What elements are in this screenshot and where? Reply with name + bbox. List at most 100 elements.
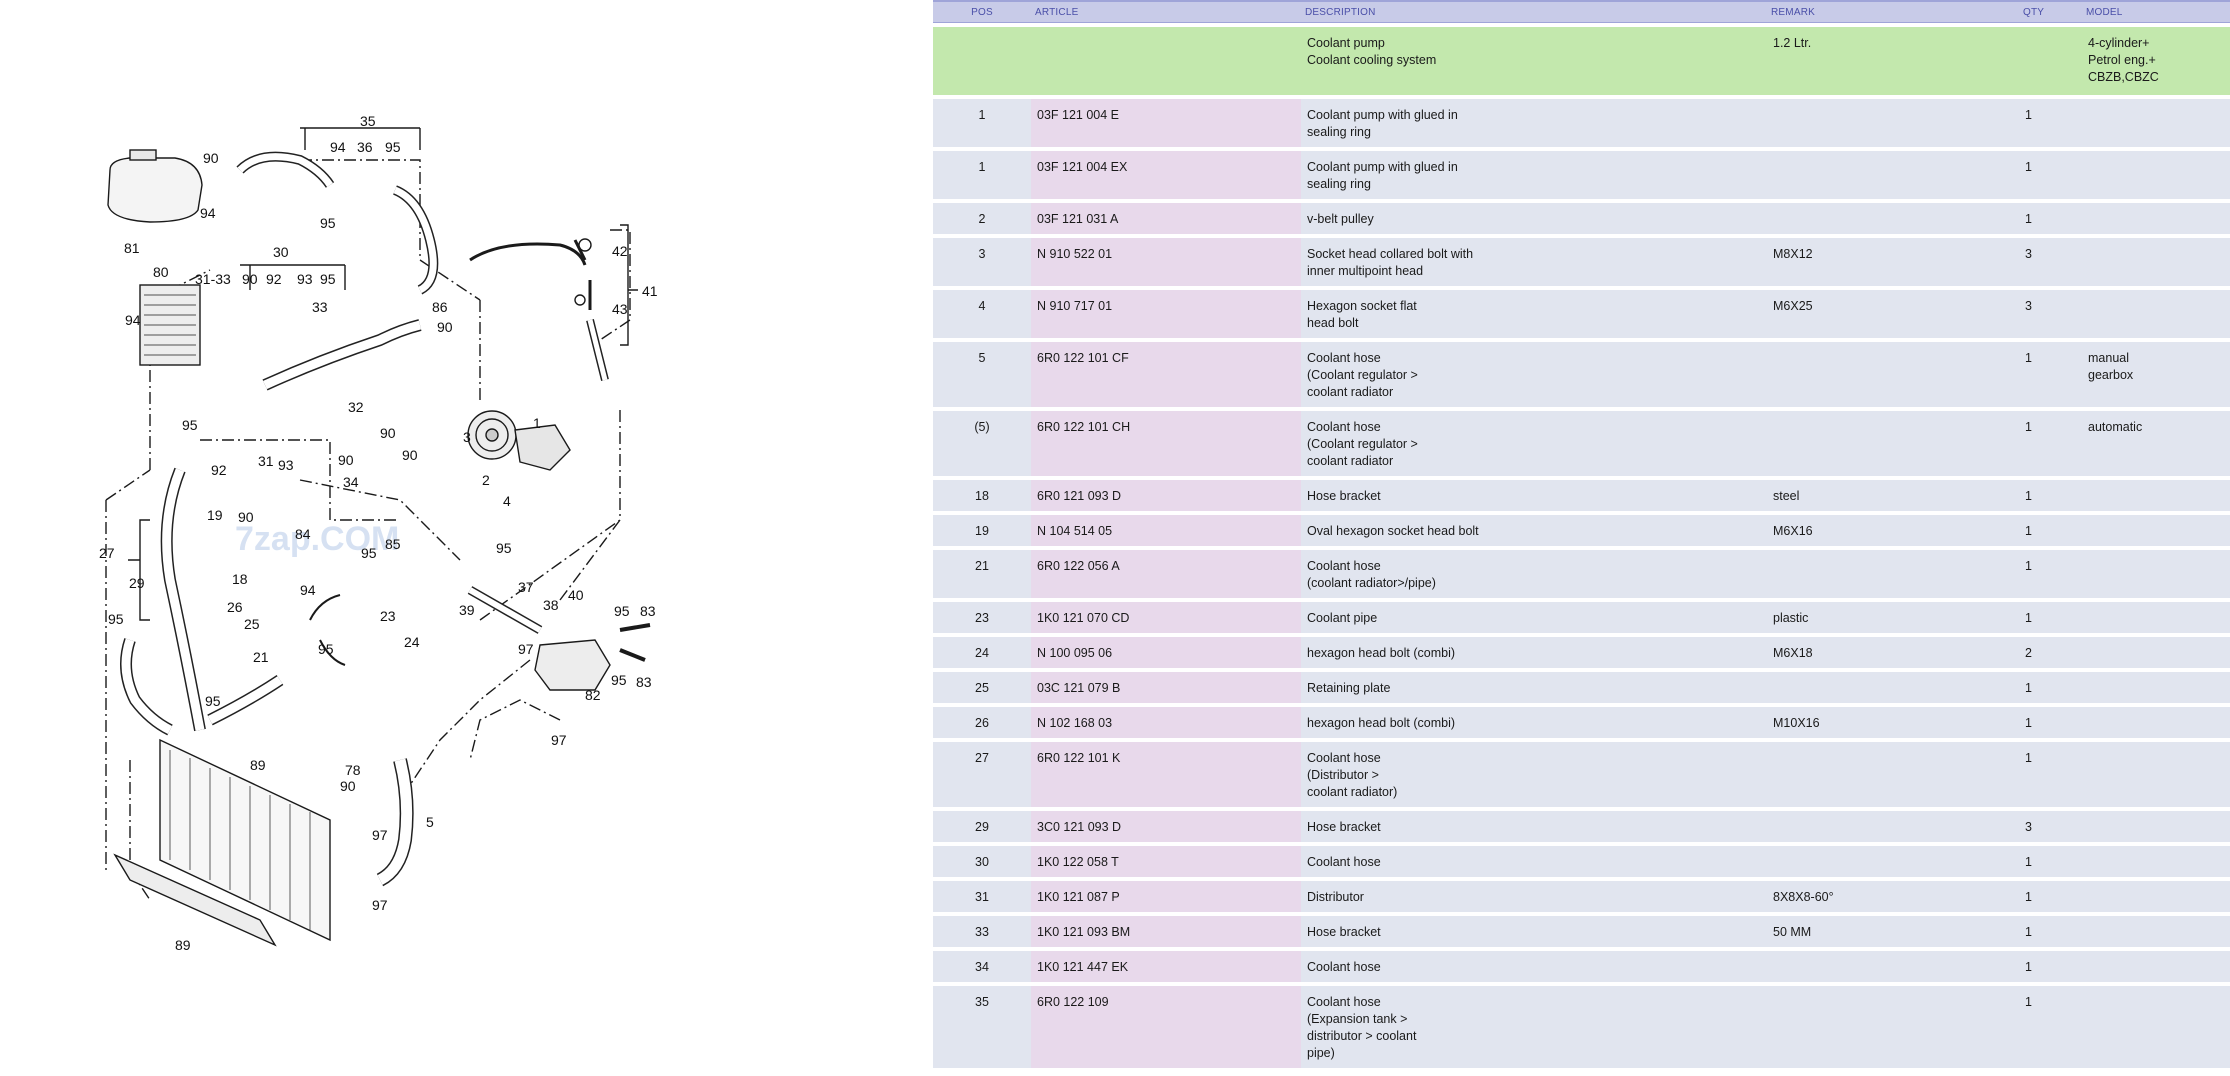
callout-23[interactable]: 23: [380, 608, 396, 624]
cell-article[interactable]: N 910 522 01: [1031, 238, 1301, 286]
cell-article[interactable]: 03F 121 004 EX: [1031, 151, 1301, 199]
callout-31-33[interactable]: 31-33: [195, 271, 231, 287]
callout-95[interactable]: 95: [108, 611, 124, 627]
callout-24[interactable]: 24: [404, 634, 420, 650]
callout-95[interactable]: 95: [320, 271, 336, 287]
callout-90[interactable]: 90: [338, 452, 354, 468]
cell-article[interactable]: 6R0 122 109: [1031, 986, 1301, 1068]
cell-article[interactable]: 6R0 122 101 CF: [1031, 342, 1301, 407]
cell-article[interactable]: N 104 514 05: [1031, 515, 1301, 546]
callout-95[interactable]: 95: [318, 641, 334, 657]
callout-3[interactable]: 3: [463, 429, 471, 445]
cell-article[interactable]: N 102 168 03: [1031, 707, 1301, 738]
callout-5[interactable]: 5: [426, 814, 434, 830]
callout-4[interactable]: 4: [503, 493, 511, 509]
callout-2[interactable]: 2: [482, 472, 490, 488]
callout-94[interactable]: 94: [200, 205, 216, 221]
callout-95[interactable]: 95: [361, 545, 377, 561]
column-header-article[interactable]: ARTICLE: [1031, 0, 1301, 23]
callout-35[interactable]: 35: [360, 113, 376, 129]
callout-33[interactable]: 33: [312, 299, 328, 315]
cell-article[interactable]: 03F 121 004 E: [1031, 99, 1301, 147]
callout-25[interactable]: 25: [244, 616, 260, 632]
column-header-remark[interactable]: REMARK: [1767, 0, 2019, 23]
callout-90[interactable]: 90: [402, 447, 418, 463]
callout-95[interactable]: 95: [385, 139, 401, 155]
cell-article[interactable]: 1K0 121 087 P: [1031, 881, 1301, 912]
callout-18[interactable]: 18: [232, 571, 248, 587]
callout-41[interactable]: 41: [642, 283, 658, 299]
callout-83[interactable]: 83: [636, 674, 652, 690]
callout-81[interactable]: 81: [124, 240, 140, 256]
cell-article[interactable]: N 100 095 06: [1031, 637, 1301, 668]
callout-90[interactable]: 90: [437, 319, 453, 335]
callout-97[interactable]: 97: [372, 827, 388, 843]
callout-95[interactable]: 95: [611, 672, 627, 688]
callout-94[interactable]: 94: [125, 312, 141, 328]
cell-article[interactable]: 1K0 121 447 EK: [1031, 951, 1301, 982]
callout-27[interactable]: 27: [99, 545, 115, 561]
callout-43[interactable]: 43: [612, 301, 628, 317]
callout-34[interactable]: 34: [343, 474, 359, 490]
column-header-pos[interactable]: POS: [933, 0, 1031, 23]
callout-40[interactable]: 40: [568, 587, 584, 603]
callout-92[interactable]: 92: [266, 271, 282, 287]
callout-95[interactable]: 95: [320, 215, 336, 231]
callout-90[interactable]: 90: [340, 778, 356, 794]
callout-26[interactable]: 26: [227, 599, 243, 615]
cell-article[interactable]: 6R0 122 056 A: [1031, 550, 1301, 598]
cell-article[interactable]: 3C0 121 093 D: [1031, 811, 1301, 842]
callout-89[interactable]: 89: [250, 757, 266, 773]
callout-90[interactable]: 90: [238, 509, 254, 525]
callout-95[interactable]: 95: [614, 603, 630, 619]
callout-92[interactable]: 92: [211, 462, 227, 478]
callout-37[interactable]: 37: [518, 579, 534, 595]
callout-78[interactable]: 78: [345, 762, 361, 778]
cell-article[interactable]: 03F 121 031 A: [1031, 203, 1301, 234]
callout-80[interactable]: 80: [153, 264, 169, 280]
cell-article[interactable]: N 910 717 01: [1031, 290, 1301, 338]
cell-article[interactable]: 1K0 122 058 T: [1031, 846, 1301, 877]
cell-article[interactable]: 6R0 122 101 CH: [1031, 411, 1301, 476]
callout-39[interactable]: 39: [459, 602, 475, 618]
cell-article[interactable]: 6R0 121 093 D: [1031, 480, 1301, 511]
callout-90[interactable]: 90: [380, 425, 396, 441]
callout-94[interactable]: 94: [300, 582, 316, 598]
callout-19[interactable]: 19: [207, 507, 223, 523]
callout-1[interactable]: 1: [533, 415, 541, 431]
callout-38[interactable]: 38: [543, 597, 559, 613]
callout-93[interactable]: 93: [278, 457, 294, 473]
callout-85[interactable]: 85: [385, 536, 401, 552]
callout-29[interactable]: 29: [129, 575, 145, 591]
cell-article[interactable]: 1K0 121 070 CD: [1031, 602, 1301, 633]
callout-30[interactable]: 30: [273, 244, 289, 260]
callout-97[interactable]: 97: [551, 732, 567, 748]
callout-82[interactable]: 82: [585, 687, 601, 703]
callout-97[interactable]: 97: [372, 897, 388, 913]
callout-90[interactable]: 90: [242, 271, 258, 287]
callout-83[interactable]: 83: [640, 603, 656, 619]
callout-95[interactable]: 95: [496, 540, 512, 556]
callout-84[interactable]: 84: [295, 526, 311, 542]
callout-89[interactable]: 89: [175, 937, 191, 953]
callout-21[interactable]: 21: [253, 649, 269, 665]
